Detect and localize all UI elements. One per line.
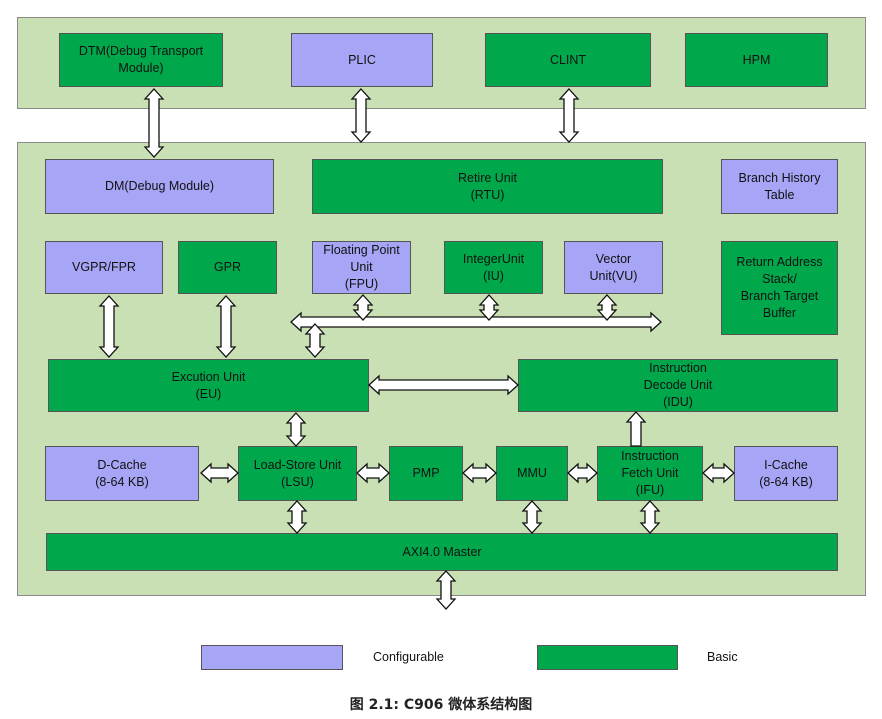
rtu-block: Retire Unit (RTU) bbox=[312, 159, 663, 214]
dcache-block: D-Cache (8-64 KB) bbox=[45, 446, 199, 501]
dcache-lsu-arrow bbox=[200, 462, 239, 484]
dtm-dm-arrow bbox=[143, 88, 165, 158]
legend-basic-swatch bbox=[537, 645, 678, 670]
eu-lsu-arrow bbox=[285, 412, 307, 447]
vu-block: Vector Unit(VU) bbox=[564, 241, 663, 294]
icache-block: I-Cache (8-64 KB) bbox=[734, 446, 838, 501]
clint-core-arrow bbox=[558, 88, 580, 143]
pmp-mmu-arrow bbox=[462, 462, 497, 484]
gpr-block: GPR bbox=[178, 241, 277, 294]
mmu-ifu-arrow bbox=[567, 462, 598, 484]
dtm-block: DTM(Debug Transport Module) bbox=[59, 33, 223, 87]
lsu-pmp-arrow bbox=[356, 462, 390, 484]
lsu-block: Load-Store Unit (LSU) bbox=[238, 446, 357, 501]
gpr-eu-arrow bbox=[215, 295, 237, 358]
bus-eu-arrow bbox=[304, 323, 326, 358]
vgpr-block: VGPR/FPR bbox=[45, 241, 163, 294]
fpu-block: Floating Point Unit (FPU) bbox=[312, 241, 411, 294]
exec-units-bus-arrow bbox=[290, 311, 662, 333]
eu-block: Excution Unit (EU) bbox=[48, 359, 369, 412]
lsu-axi-arrow bbox=[286, 500, 308, 534]
eu-idu-arrow bbox=[368, 374, 519, 396]
legend-configurable-swatch bbox=[201, 645, 343, 670]
vu-bus-arrow bbox=[596, 294, 618, 321]
legend-configurable-label: Configurable bbox=[373, 650, 444, 664]
clint-block: CLINT bbox=[485, 33, 651, 87]
mmu-axi-arrow bbox=[521, 500, 543, 534]
bht-block: Branch History Table bbox=[721, 159, 838, 214]
ifu-axi-arrow bbox=[639, 500, 661, 534]
fpu-bus-arrow bbox=[352, 294, 374, 321]
dm-block: DM(Debug Module) bbox=[45, 159, 274, 214]
axi-master-block: AXI4.0 Master bbox=[46, 533, 838, 571]
vgpr-eu-arrow bbox=[98, 295, 120, 358]
legend-basic-label: Basic bbox=[707, 650, 738, 664]
iu-block: IntegerUnit (IU) bbox=[444, 241, 543, 294]
ifu-idu-arrow bbox=[625, 411, 647, 447]
plic-core-arrow bbox=[350, 88, 372, 143]
mmu-block: MMU bbox=[496, 446, 568, 501]
axi-external-arrow bbox=[435, 570, 457, 610]
iu-bus-arrow bbox=[478, 294, 500, 321]
hpm-block: HPM bbox=[685, 33, 828, 87]
ras-block: Return Address Stack/ Branch Target Buff… bbox=[721, 241, 838, 335]
plic-block: PLIC bbox=[291, 33, 433, 87]
ifu-block: Instruction Fetch Unit (IFU) bbox=[597, 446, 703, 501]
figure-caption: 图 2.1: C906 微体系结构图 bbox=[349, 697, 533, 713]
idu-block: Instruction Decode Unit (IDU) bbox=[518, 359, 838, 412]
pmp-block: PMP bbox=[389, 446, 463, 501]
ifu-icache-arrow bbox=[702, 462, 735, 484]
